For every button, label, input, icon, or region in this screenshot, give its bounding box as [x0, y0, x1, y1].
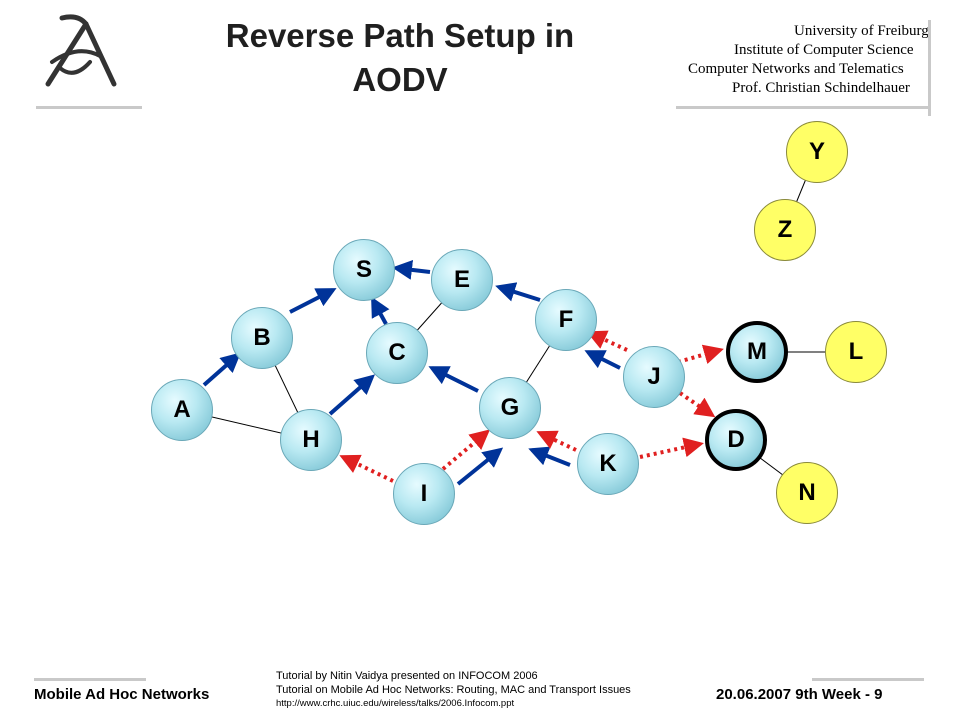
node-B: B — [231, 307, 293, 369]
institution-line-1: University of Freiburg — [794, 23, 929, 39]
reverse-arrow-A-B — [202, 352, 241, 387]
institution-line-3: Computer Networks and Telematics — [688, 61, 904, 77]
broadcast-arrow-K-D — [639, 437, 704, 459]
header-divider-vertical — [928, 20, 931, 116]
reverse-arrow-B-S — [289, 288, 337, 314]
broadcast-arrow-J-M — [677, 344, 724, 365]
node-E: E — [431, 249, 493, 311]
broadcast-arrow-J-D — [678, 391, 716, 418]
title-line-1: Reverse Path Setup in — [225, 17, 575, 54]
institution-line-2: Institute of Computer Science — [734, 42, 914, 58]
node-G: G — [479, 377, 541, 439]
node-I: I — [393, 463, 455, 525]
footer-divider-right — [812, 678, 924, 681]
footer-date-page: 20.06.2007 9th Week - 9 — [716, 686, 883, 703]
broadcast-arrow-I-H — [339, 454, 394, 483]
reverse-arrow-G-C — [428, 366, 479, 393]
node-J: J — [623, 346, 685, 408]
node-M: M — [726, 321, 788, 383]
footer-credits: Tutorial by Nitin Vaidya presented on IN… — [276, 669, 631, 711]
credit-line-1: Tutorial by Nitin Vaidya presented on IN… — [276, 670, 538, 682]
institution-line-4: Prof. Christian Schindelhauer — [732, 80, 910, 96]
reverse-arrow-F-E — [495, 282, 541, 302]
header-divider-horizontal — [676, 106, 928, 109]
reverse-arrow-C-S — [371, 296, 390, 325]
broadcast-arrow-J-F — [586, 330, 628, 352]
reverse-arrow-H-C — [328, 374, 376, 416]
node-Z: Z — [754, 199, 816, 261]
institution-block: University of Freiburg Institute of Comp… — [676, 22, 929, 98]
node-L: L — [825, 321, 887, 383]
slide-title: Reverse Path Setup in AODV — [170, 14, 630, 102]
footer-course-title: Mobile Ad Hoc Networks — [34, 686, 210, 703]
university-logo-icon — [36, 14, 142, 109]
title-line-2: AODV — [352, 61, 448, 98]
reverse-arrow-I-G — [456, 447, 504, 486]
node-K: K — [577, 433, 639, 495]
reverse-arrow-E-S — [392, 259, 431, 280]
node-Y: Y — [786, 121, 848, 183]
broadcast-arrow-K-G — [536, 430, 577, 452]
node-F: F — [535, 289, 597, 351]
credit-line-2: Tutorial on Mobile Ad Hoc Networks: Rout… — [276, 684, 631, 696]
footer-divider-left — [34, 678, 146, 681]
reverse-arrow-J-F — [584, 350, 621, 370]
node-S: S — [333, 239, 395, 301]
node-N: N — [776, 462, 838, 524]
broadcast-arrow-I-G — [441, 429, 491, 471]
node-A: A — [151, 379, 213, 441]
credit-url: http://www.crhc.uiuc.edu/wireless/talks/… — [276, 698, 515, 709]
node-D: D — [705, 409, 767, 471]
node-C: C — [366, 322, 428, 384]
node-H: H — [280, 409, 342, 471]
reverse-arrow-K-G — [528, 446, 571, 467]
